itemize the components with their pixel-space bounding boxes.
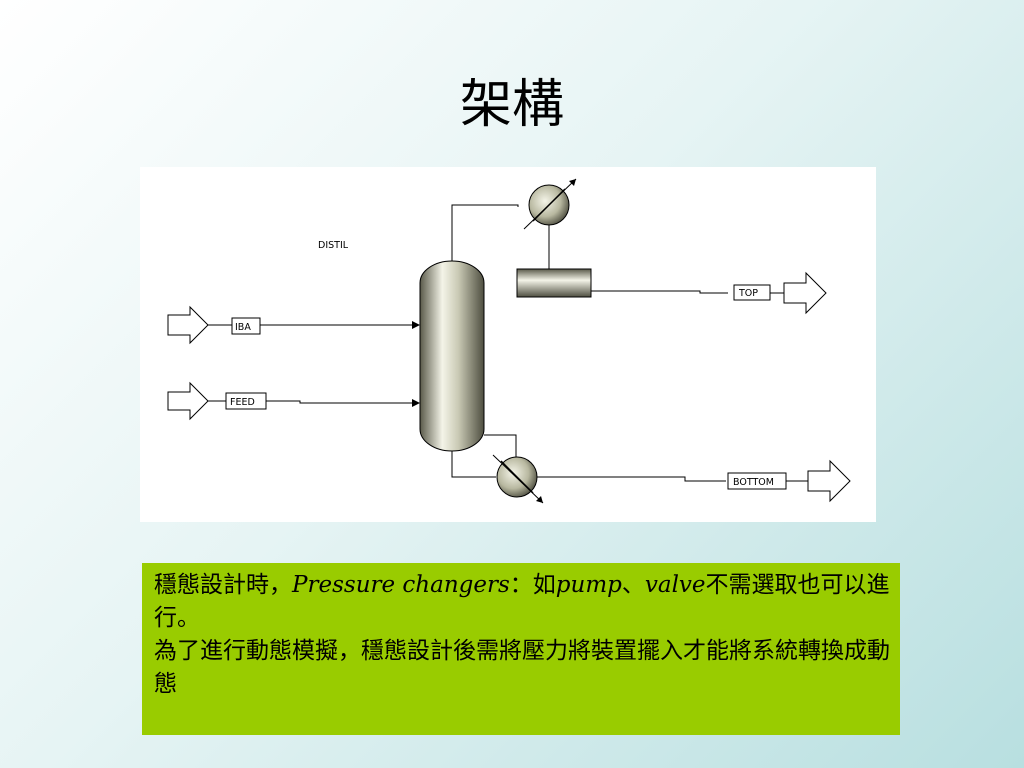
bottom-stream-label: BOTTOM <box>733 477 774 488</box>
feed-line <box>266 399 420 407</box>
reboiler-return-line <box>484 434 517 467</box>
condenser-arrow-line <box>523 178 577 230</box>
overhead-vapor-line <box>451 204 519 261</box>
note-text-prefix: 穩態設計時， <box>154 572 292 598</box>
condenser-arrow-tip <box>569 179 576 186</box>
distillation-column[interactable] <box>419 260 485 452</box>
reboiler-arrow-line <box>492 454 544 504</box>
reboiler-arrow-tip <box>536 496 543 503</box>
slide-title: 架構 <box>459 75 564 135</box>
iba-inlet-arrow <box>167 305 209 345</box>
feed-inlet-arrow <box>167 381 209 421</box>
note-text-colon: ：如 <box>509 572 556 598</box>
bottom-product-line <box>537 476 726 482</box>
process-flow-diagram: DISTIL IBA FEED TOP <box>140 167 876 522</box>
top-product-line <box>591 290 728 294</box>
note-text-suffix: 不需選取也可以進行。 <box>154 572 890 631</box>
top-outlet-arrow <box>783 271 827 315</box>
note-paragraph-1: 穩態設計時，Pressure changers：如pump、valve不需選取也… <box>154 569 890 635</box>
note-term-valve: valve <box>644 572 706 598</box>
iba-stream-box[interactable] <box>231 317 261 335</box>
note-paragraph-2: 為了進行動態模擬，穩態設計後需將壓力將裝置擺入才能將系統轉換成動態 <box>154 638 890 697</box>
note-box: 穩態設計時，Pressure changers：如pump、valve不需選取也… <box>142 563 900 735</box>
flowsheet-svg: DISTIL IBA FEED TOP <box>167 178 851 504</box>
bottoms-to-reboiler-line <box>451 451 496 478</box>
note-term-pressure-changers: Pressure changers <box>292 572 510 598</box>
feed-stream-label: FEED <box>230 397 255 408</box>
iba-stream-label: IBA <box>235 322 251 333</box>
bottom-outlet-arrow <box>807 459 851 503</box>
reflux-drum[interactable] <box>516 268 592 298</box>
note-text-separator: 、 <box>621 572 645 598</box>
column-label: DISTIL <box>318 240 349 251</box>
top-stream-label: TOP <box>738 288 758 299</box>
note-term-pump: pump <box>555 572 622 598</box>
